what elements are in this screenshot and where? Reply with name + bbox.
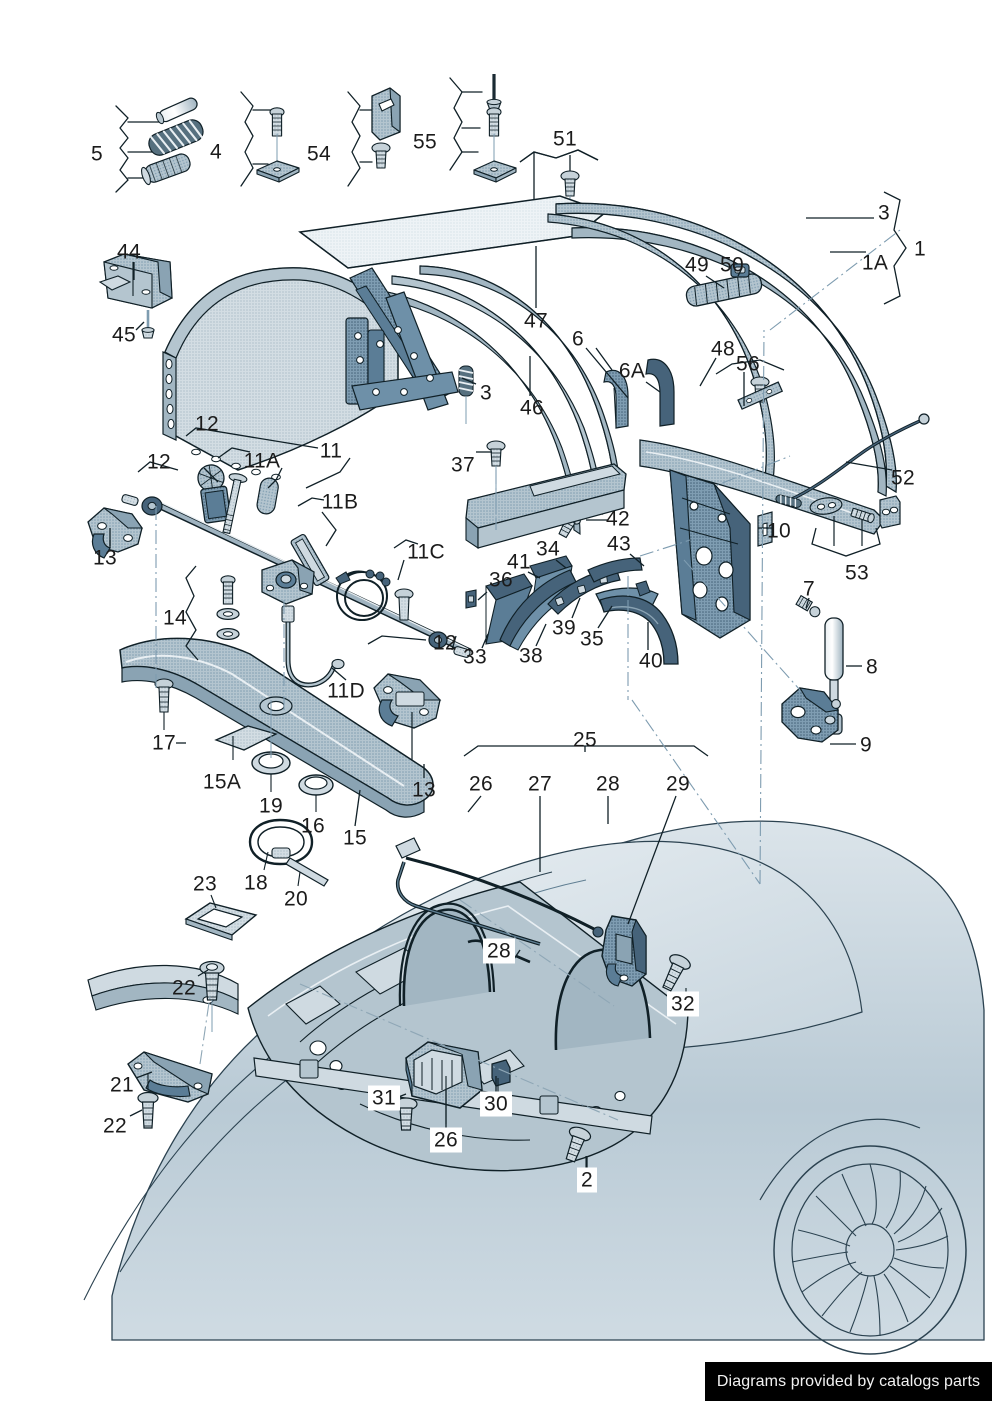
- callout-label-15A: 15A: [202, 770, 242, 794]
- callout-label-8: 8: [866, 655, 878, 679]
- callout-label-3t: 3: [878, 201, 890, 225]
- callout-label-41: 41: [507, 550, 531, 574]
- callout-label-14: 14: [163, 606, 187, 630]
- callout-label-28a: 28: [596, 772, 620, 796]
- callout-label-12a: 12: [195, 412, 219, 436]
- callout-label-11: 11: [319, 439, 343, 463]
- watermark-text: Diagrams provided by catalogs parts: [716, 1372, 981, 1390]
- callout-label-2: 2: [577, 1167, 597, 1193]
- callout-label-38: 38: [519, 644, 543, 668]
- callout-label-11D: 11D: [327, 679, 365, 703]
- callout-label-22a: 22: [172, 976, 196, 1000]
- callout-label-11A: 11A: [243, 449, 281, 473]
- callout-label-9: 9: [860, 733, 872, 757]
- callout-label-10: 10: [767, 519, 791, 543]
- callout-label-46: 46: [520, 396, 544, 420]
- callout-label-19: 19: [259, 794, 283, 818]
- callout-label-11B: 11B: [321, 490, 359, 514]
- callout-label-1A: 1A: [861, 251, 889, 275]
- callout-label-39: 39: [552, 616, 576, 640]
- callout-label-55: 55: [413, 130, 437, 154]
- callout-label-54: 54: [307, 142, 331, 166]
- callout-label-25: 25: [573, 728, 597, 752]
- callout-label-47: 47: [524, 309, 548, 333]
- callout-label-31: 31: [368, 1085, 400, 1111]
- callout-label-3m: 3: [480, 381, 492, 405]
- callout-label-15: 15: [343, 826, 367, 850]
- callout-label-51: 51: [553, 127, 577, 151]
- callout-label-16: 16: [301, 814, 325, 838]
- callout-label-21: 21: [110, 1073, 134, 1097]
- callout-label-13b: 13: [412, 778, 436, 802]
- callout-label-7: 7: [803, 577, 815, 601]
- callout-label-42: 42: [606, 507, 630, 531]
- callout-label-18: 18: [244, 871, 268, 895]
- callout-label-28b: 28: [483, 938, 515, 964]
- callout-label-36: 36: [489, 568, 513, 592]
- callout-label-23: 23: [193, 872, 217, 896]
- callout-label-5: 5: [91, 142, 103, 166]
- callout-label-56: 56: [736, 352, 760, 376]
- callout-label-11C: 11C: [407, 540, 445, 564]
- callout-label-6A: 6A: [618, 359, 646, 383]
- callout-label-12b: 12: [147, 450, 171, 474]
- callout-label-12c: 12: [433, 631, 457, 655]
- callout-label-27: 27: [528, 772, 552, 796]
- callout-label-50: 50: [720, 253, 744, 277]
- callout-label-4: 4: [210, 140, 222, 164]
- callout-label-30: 30: [480, 1091, 512, 1117]
- callout-label-20: 20: [284, 887, 308, 911]
- callout-label-45: 45: [112, 323, 136, 347]
- callout-label-13a: 13: [93, 546, 117, 570]
- callout-label-52: 52: [891, 466, 915, 490]
- watermark-banner: Diagrams provided by catalogs parts: [705, 1362, 992, 1401]
- callout-label-34: 34: [536, 537, 560, 561]
- callout-label-17: 17: [152, 731, 176, 755]
- callout-label-53: 53: [845, 561, 869, 585]
- callout-label-1: 1: [914, 237, 926, 261]
- callout-label-29: 29: [666, 772, 690, 796]
- callout-label-49: 49: [685, 253, 709, 277]
- callout-label-44: 44: [117, 240, 141, 264]
- callout-label-48: 48: [711, 337, 735, 361]
- callout-label-33: 33: [463, 645, 487, 669]
- callout-label-26b: 26: [430, 1127, 462, 1153]
- callout-label-6: 6: [572, 327, 584, 351]
- callout-label-26a: 26: [469, 772, 493, 796]
- callout-label-43: 43: [607, 532, 631, 556]
- callout-label-22b: 22: [103, 1114, 127, 1138]
- callout-label-32: 32: [667, 991, 699, 1017]
- callout-label-37: 37: [451, 453, 475, 477]
- callout-label-40: 40: [639, 649, 663, 673]
- callout-label-35: 35: [580, 627, 604, 651]
